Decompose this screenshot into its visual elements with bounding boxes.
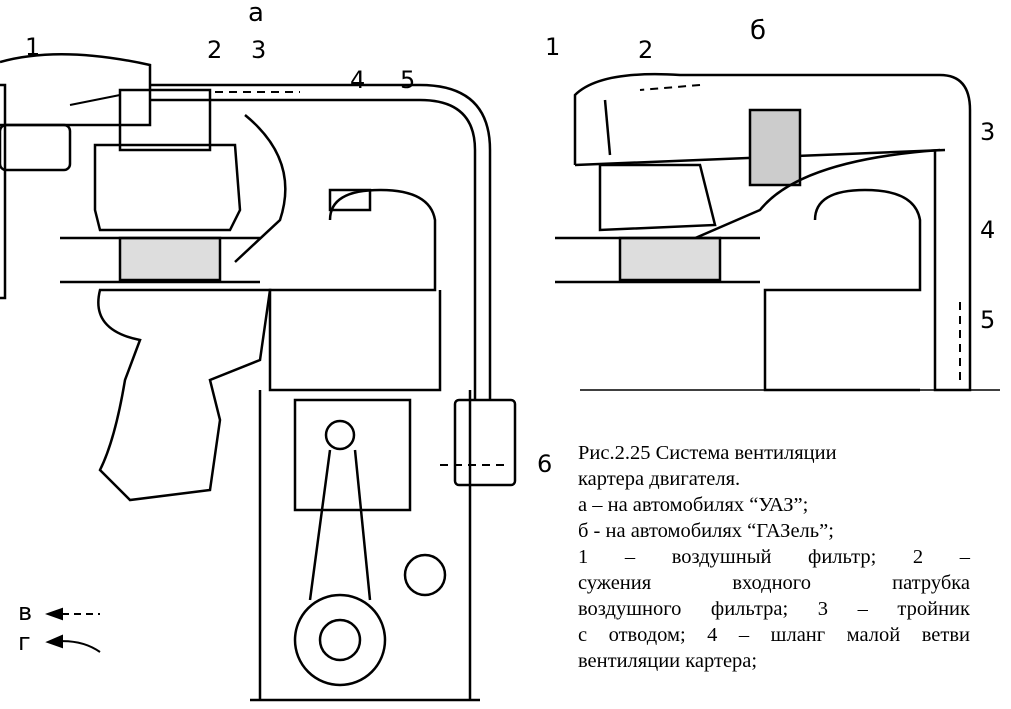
caption-line: Рис.2.25 Система вентиляции [578, 442, 837, 464]
callout-b-4: 4 [980, 216, 996, 244]
legend-arrows [45, 607, 101, 653]
legend-key-v: в [18, 598, 33, 626]
caption-line: картера двигателя. [578, 468, 741, 490]
caption-line: а – на автомобилях “УАЗ”; [578, 494, 809, 516]
caption-line: 1 – воздушный фильтр; 2 – [578, 546, 970, 568]
ventilation-pipe [150, 83, 492, 400]
panel-a-label: а [248, 0, 264, 28]
legend-key-g: г [18, 628, 31, 656]
caption-line: воздушного фильтра; 3 – тройник [578, 598, 970, 620]
panel-a-drawing [0, 52, 517, 702]
caption-line: с отводом; 4 – шланг малой ветви [578, 624, 970, 646]
caption-line: вентиляции картера; [578, 650, 758, 672]
carburettor [93, 143, 242, 232]
caption-line: б - на автомобилях “ГАЗель”; [578, 520, 834, 542]
air-filter-inlet [0, 52, 152, 127]
callout-a-4: 4 [350, 66, 366, 94]
filter-element [748, 108, 802, 187]
figure-caption: Рис.2.25 Система вентиляции картера двиг… [578, 440, 970, 674]
callout-b-1: 1 [545, 33, 561, 61]
camshaft [403, 553, 447, 597]
callout-b-5: 5 [980, 306, 996, 334]
callout-a-5: 5 [400, 66, 416, 94]
air-filter-cover [573, 72, 972, 165]
small-branch-hose [234, 114, 287, 263]
panel-b-label: б [750, 16, 767, 46]
callout-b-2: 2 [638, 36, 654, 64]
intake-manifold [97, 288, 272, 502]
small-branch-hose-b [639, 148, 941, 264]
caption-line: сужения входного патрубка [578, 572, 970, 594]
arrowhead-icon [45, 607, 63, 621]
piston [293, 398, 412, 512]
callout-a-3: 3 [251, 36, 267, 64]
callout-a-1: 1 [25, 33, 41, 61]
breather-valve [453, 398, 517, 487]
crankshaft [293, 593, 387, 687]
callout-b-3: 3 [980, 118, 996, 146]
callout-a-2: 2 [207, 36, 223, 64]
cylinder-head [268, 188, 442, 392]
callout-a-6: 6 [537, 450, 553, 478]
air-filter-housing [0, 83, 7, 300]
engine-block [258, 390, 472, 700]
ventilation-pipe-b [933, 150, 972, 392]
panel-b-drawing [555, 72, 1000, 392]
